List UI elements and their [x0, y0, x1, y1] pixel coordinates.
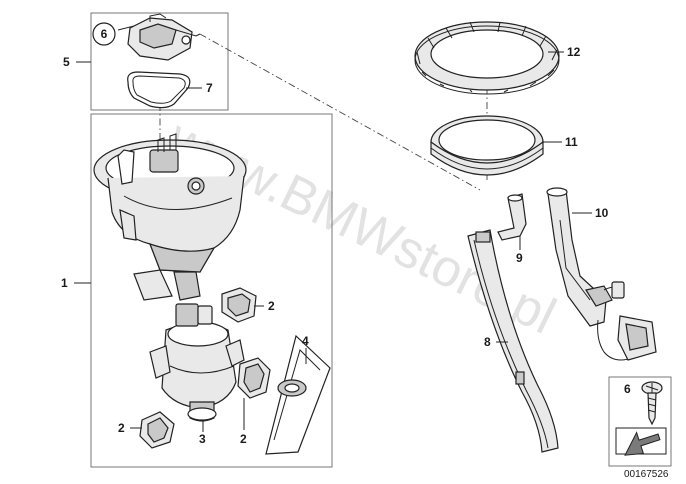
part-11-seal-ring	[430, 115, 544, 176]
callout-6-circle	[92, 22, 116, 46]
group-box-1	[90, 113, 333, 468]
part-1-pump-housing	[93, 133, 247, 301]
callout-10: 10	[595, 206, 609, 220]
leader-6	[117, 25, 135, 31]
part-2-clip-left	[139, 411, 175, 449]
callout-3: 3	[199, 432, 206, 446]
legend-arrow-icon	[615, 427, 667, 456]
callout-5: 5	[63, 55, 70, 69]
part-8-float-arm	[467, 229, 559, 453]
part-10-sender-unit	[546, 187, 657, 361]
callout-2c: 2	[240, 432, 247, 446]
part-4-sender-plate	[265, 334, 331, 455]
callout-6: 6	[101, 27, 108, 41]
part-9-bracket	[497, 193, 527, 241]
callout-11: 11	[565, 135, 578, 149]
callout-12: 12	[567, 45, 581, 59]
callout-2b: 2	[118, 421, 125, 435]
assembly-line-seal	[199, 33, 481, 191]
part-6-cap	[127, 13, 201, 61]
part-7-gasket	[127, 71, 191, 109]
part-2-clip-right-top	[221, 287, 257, 323]
callout-8: 8	[484, 335, 491, 349]
callout-9: 9	[516, 251, 523, 265]
callout-4: 4	[302, 334, 309, 348]
part-3-pump-filter	[149, 303, 245, 422]
legend-box	[608, 376, 672, 467]
legend-callout-6: 6	[624, 382, 631, 396]
diagram-number: 00167526	[624, 469, 669, 480]
callout-1: 1	[61, 276, 68, 290]
callout-7: 7	[206, 81, 213, 95]
part-2-clip-mid	[237, 357, 271, 399]
callout-2a: 2	[268, 299, 275, 313]
part-12-locking-ring	[414, 21, 560, 95]
legend-screw-icon	[641, 381, 663, 426]
